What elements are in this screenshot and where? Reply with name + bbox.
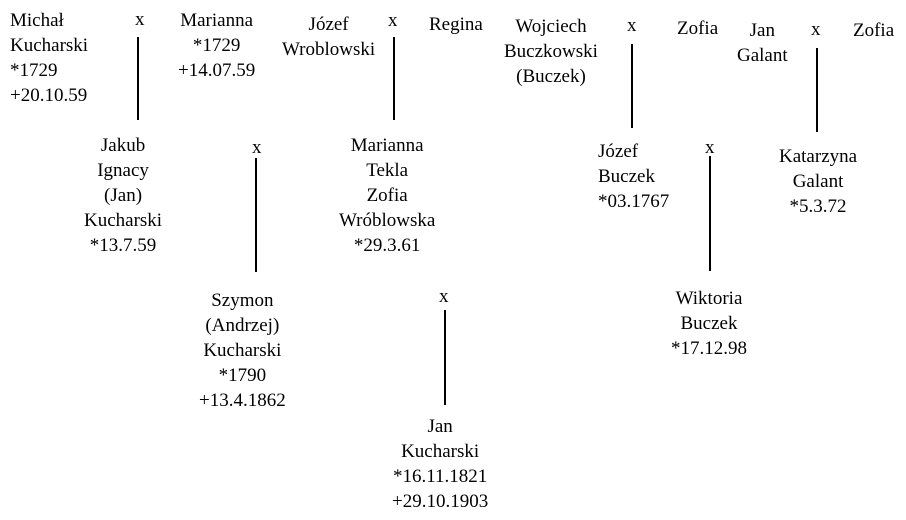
person-text-line: Józef bbox=[598, 141, 639, 162]
person-marianna1: Marianna *1729 +14.07.59 bbox=[178, 8, 255, 83]
person-text-line: +14.07.59 bbox=[178, 60, 256, 81]
person-text-line: Jan bbox=[749, 20, 775, 41]
descent-line-szymon-marriage bbox=[444, 310, 446, 405]
person-zofia2: Zofia bbox=[853, 18, 894, 43]
descent-line-michal-marianna bbox=[137, 37, 139, 120]
person-text-line: Wiktoria bbox=[675, 288, 743, 309]
person-text-line: *5.3.72 bbox=[789, 196, 847, 217]
person-text-line: *29.3.61 bbox=[353, 235, 421, 256]
person-text-line: Galant bbox=[737, 45, 788, 66]
person-text-line: Buczek bbox=[680, 313, 738, 334]
person-szymon: Szymon (Andrzej) Kucharski *1790 +13.4.1862 bbox=[199, 288, 286, 413]
person-text-line: Zofia bbox=[677, 18, 719, 39]
person-text-line: Ignacy bbox=[97, 160, 149, 181]
person-text-line: +29.10.1903 bbox=[392, 491, 489, 512]
person-text-line: Wroblowski bbox=[282, 39, 376, 60]
person-text-line: Tekla bbox=[366, 160, 409, 181]
person-text-line: *13.7.59 bbox=[89, 235, 157, 256]
person-text-line: Wróblowska bbox=[339, 210, 436, 231]
person-text-line: *1729 bbox=[192, 35, 241, 56]
person-text-line: Jakub bbox=[100, 135, 146, 156]
person-text-line: Galant bbox=[792, 171, 844, 192]
person-text-line: Wojciech bbox=[515, 16, 587, 37]
marriage-mark-szymon-marriage: x bbox=[439, 286, 449, 307]
person-text-line: *17.12.98 bbox=[671, 338, 747, 359]
descent-line-jozef-regina bbox=[393, 37, 395, 120]
person-text-line: Szymon bbox=[211, 290, 274, 311]
person-text-line: Kucharski bbox=[401, 441, 480, 462]
descent-line-wojciech-zofia bbox=[631, 44, 633, 128]
descent-line-jan-zofia bbox=[816, 48, 818, 132]
descent-line-jakub-marianna bbox=[255, 158, 257, 272]
marriage-mark-jozef-regina: x bbox=[388, 10, 398, 31]
person-regina: Regina bbox=[429, 12, 483, 37]
person-text-line: Kucharski bbox=[203, 340, 282, 361]
marriage-mark-jan-zofia: x bbox=[811, 19, 821, 40]
person-text-line: Buczkowski bbox=[504, 41, 598, 62]
person-text-line: Buczek bbox=[598, 166, 655, 187]
person-text-line: Kucharski bbox=[84, 210, 163, 231]
person-text-line: (Jan) bbox=[104, 185, 143, 206]
person-text-line: Marianna bbox=[180, 10, 254, 31]
person-text-line: Zofia bbox=[853, 20, 895, 41]
person-text-line: Marianna bbox=[350, 135, 424, 156]
person-text-line: Regina bbox=[429, 14, 483, 35]
descent-line-jozef-wiktoria-parents bbox=[709, 156, 711, 271]
person-text-line: *1729 bbox=[10, 60, 58, 81]
person-text-line: Katarzyna bbox=[779, 146, 858, 167]
person-text-line: Michał bbox=[10, 10, 64, 31]
person-zofia1: Zofia bbox=[677, 16, 718, 41]
person-text-line: +13.4.1862 bbox=[199, 390, 286, 411]
marriage-mark-michal-marianna: x bbox=[135, 9, 145, 30]
person-text-line: *03.1767 bbox=[598, 191, 670, 212]
person-text-line: (Buczek) bbox=[516, 66, 586, 87]
person-text-line: *1790 bbox=[218, 365, 267, 386]
person-text-line: +20.10.59 bbox=[10, 85, 88, 106]
marriage-mark-wojciech-zofia: x bbox=[627, 15, 637, 36]
person-text-line: Józef bbox=[308, 14, 349, 35]
person-text-line: Jan bbox=[427, 416, 453, 437]
marriage-mark-jakub-marianna: x bbox=[252, 137, 262, 158]
person-text-line: *16.11.1821 bbox=[392, 466, 488, 487]
person-text-line: Zofia bbox=[366, 185, 408, 206]
marriage-mark-jozef-wiktoria-parents: x bbox=[705, 137, 715, 158]
person-text-line: (Andrzej) bbox=[205, 315, 280, 336]
person-text-line: Kucharski bbox=[10, 35, 89, 56]
